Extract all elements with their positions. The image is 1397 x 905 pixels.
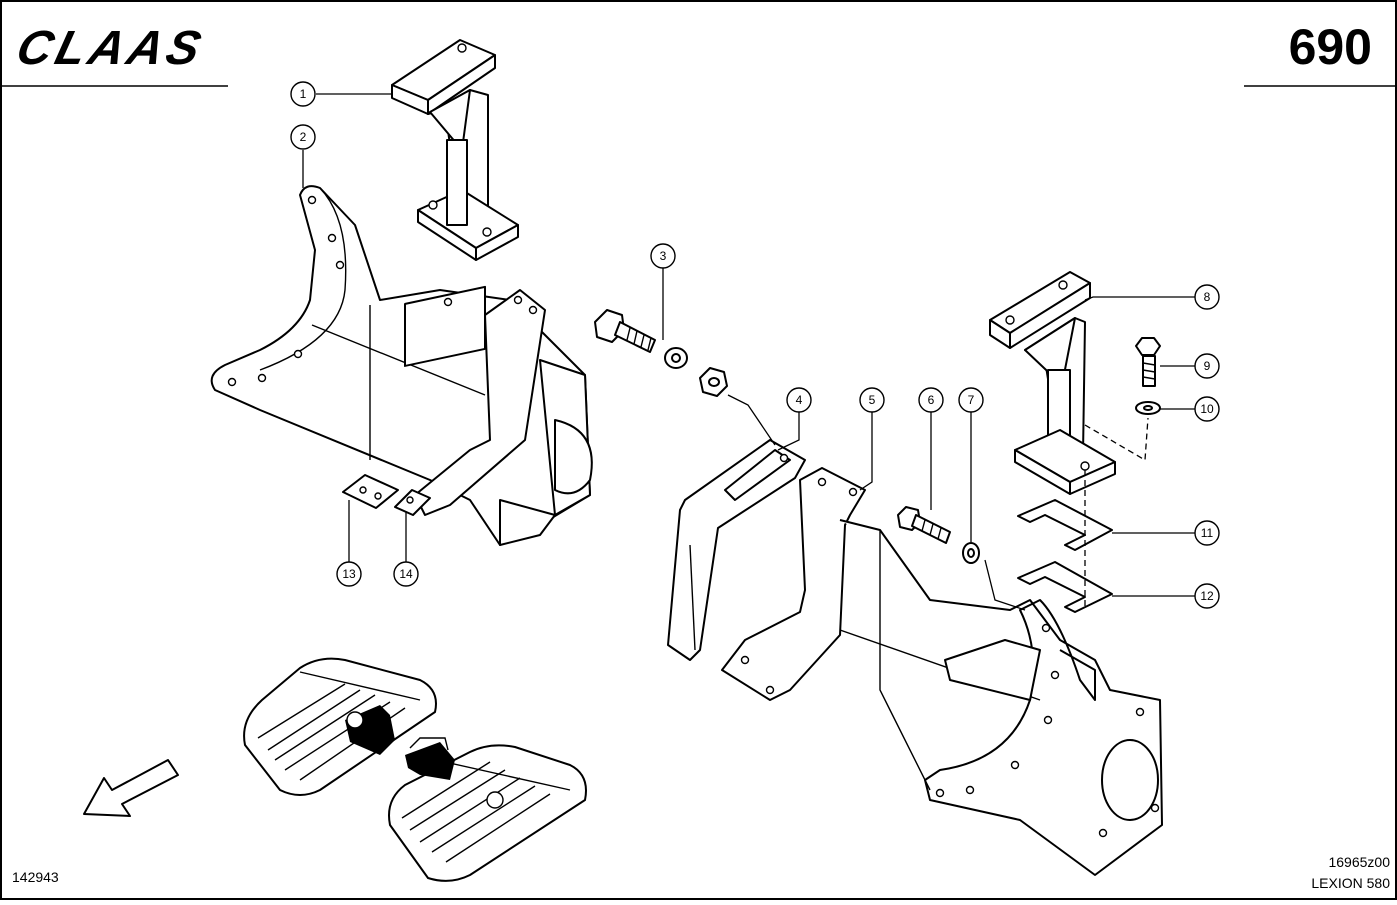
- reference-code: 16965z00: [1328, 854, 1390, 870]
- part-8-bracket: [989, 271, 1116, 495]
- callout-1: 1: [290, 81, 316, 107]
- svg-text:8: 8: [1204, 290, 1211, 304]
- callout-9: 9: [1194, 353, 1220, 379]
- svg-text:2: 2: [300, 130, 307, 144]
- part-4-support: [667, 439, 806, 661]
- part-9-bolt: [1135, 337, 1161, 387]
- svg-text:11: 11: [1201, 526, 1214, 540]
- part-11-shim: [1017, 499, 1113, 551]
- leader-lines: [302, 93, 1195, 597]
- part-13-plate: [342, 474, 399, 509]
- callout-12: 12: [1194, 583, 1220, 609]
- svg-text:1: 1: [300, 87, 307, 101]
- callout-14: 14: [393, 561, 419, 587]
- callout-5: 5: [859, 387, 885, 413]
- svg-text:5: 5: [869, 393, 876, 407]
- right-housing: [839, 519, 1163, 876]
- track-orientation-inset: [243, 657, 587, 882]
- direction-arrow-icon: [83, 759, 179, 817]
- svg-text:12: 12: [1200, 589, 1214, 603]
- callout-13: 13: [336, 561, 362, 587]
- callout-3: 3: [650, 243, 676, 269]
- model-name: LEXION 580: [1311, 875, 1390, 891]
- part-6-bolt: [897, 506, 951, 544]
- callout-4: 4: [786, 387, 812, 413]
- part-7-washer: [962, 542, 980, 564]
- part-1-bracket: [391, 39, 519, 261]
- drawing-id: 142943: [12, 869, 59, 885]
- page-number: 690: [1289, 19, 1372, 75]
- part-12-shim: [1017, 561, 1113, 613]
- svg-text:CLAAS: CLAAS: [11, 22, 210, 75]
- svg-text:14: 14: [399, 567, 413, 581]
- callout-2: 2: [290, 124, 316, 150]
- part-3-bolt-set: [594, 309, 728, 397]
- svg-text:6: 6: [928, 393, 935, 407]
- claas-logo: CLAAS: [11, 22, 210, 75]
- callout-7: 7: [958, 387, 984, 413]
- callout-6: 6: [918, 387, 944, 413]
- svg-text:13: 13: [342, 567, 356, 581]
- part-14-plate: [394, 489, 431, 516]
- svg-text:7: 7: [968, 393, 975, 407]
- part-5-bracket: [721, 467, 866, 701]
- svg-text:9: 9: [1204, 359, 1211, 373]
- svg-text:10: 10: [1200, 402, 1214, 416]
- part-2-housing: [210, 185, 593, 546]
- alignment-lines: [727, 394, 1149, 611]
- svg-text:4: 4: [796, 393, 803, 407]
- callout-8: 8: [1194, 284, 1220, 310]
- svg-text:3: 3: [660, 249, 667, 263]
- part-10-washer: [1135, 401, 1161, 415]
- callout-11: 11: [1194, 520, 1220, 546]
- callout-10: 10: [1194, 396, 1220, 422]
